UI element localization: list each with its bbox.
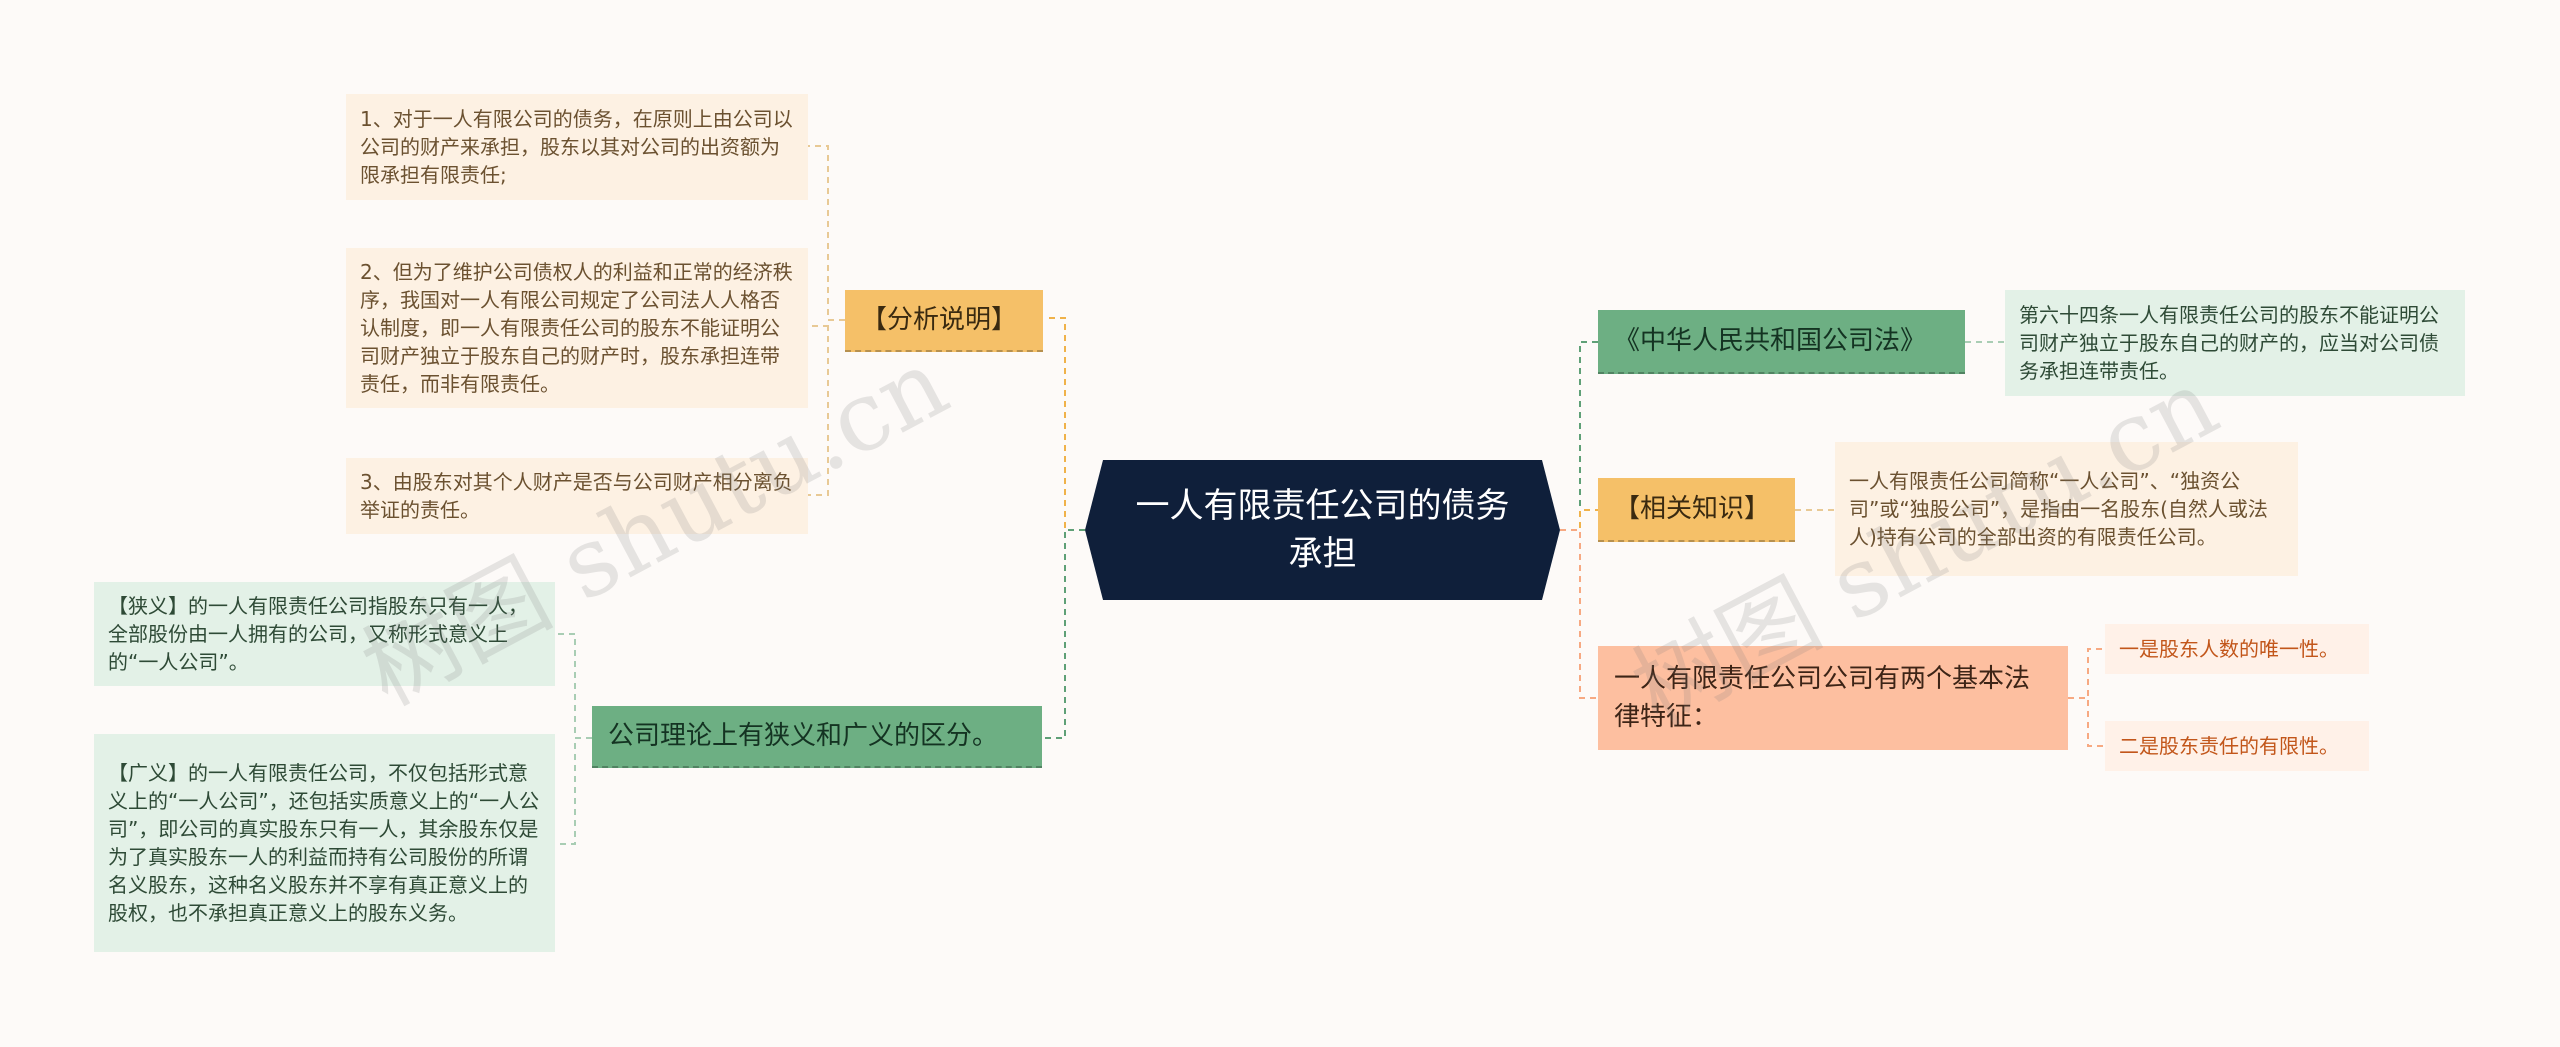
theory-item-narrow-text: 【狭义】的一人有限责任公司指股东只有一人，全部股份由一人拥有的公司，又称形式意义… xyxy=(108,594,528,674)
root-topic-label: 一人有限责任公司的债务承担 xyxy=(1135,486,1510,574)
analysis-item-3-text: 3、由股东对其个人财产是否与公司财产相分离负举证的责任。 xyxy=(360,470,793,522)
theory-item-broad[interactable]: 【广义】的一人有限责任公司，不仅包括形式意义上的“一人公司”，还包括实质意义上的… xyxy=(94,734,555,952)
branch-analysis[interactable]: 【分析说明】 xyxy=(845,290,1043,352)
root-topic[interactable]: 一人有限责任公司的债务承担 xyxy=(1085,460,1560,600)
feature-item-1-text: 一是股东人数的唯一性。 xyxy=(2119,637,2339,661)
branch-legal-features-label: 一人有限责任公司公司有两个基本法律特征： xyxy=(1614,664,2031,732)
analysis-item-3[interactable]: 3、由股东对其个人财产是否与公司财产相分离负举证的责任。 xyxy=(346,458,808,534)
analysis-item-2-text: 2、但为了维护公司债权人的利益和正常的经济秩序，我国对一人有限公司规定了公司法人… xyxy=(360,260,793,396)
theory-item-narrow[interactable]: 【狭义】的一人有限责任公司指股东只有一人，全部股份由一人拥有的公司，又称形式意义… xyxy=(94,582,555,686)
feature-item-2-text: 二是股东责任的有限性。 xyxy=(2119,734,2339,758)
analysis-item-2[interactable]: 2、但为了维护公司债权人的利益和正常的经济秩序，我国对一人有限公司规定了公司法人… xyxy=(346,248,808,408)
analysis-item-1[interactable]: 1、对于一人有限公司的债务，在原则上由公司以公司的财产来承担，股东以其对公司的出… xyxy=(346,94,808,200)
theory-item-broad-text: 【广义】的一人有限责任公司，不仅包括形式意义上的“一人公司”，还包括实质意义上的… xyxy=(108,761,540,925)
branch-analysis-label: 【分析说明】 xyxy=(861,305,1018,335)
knowledge-item-text: 一人有限责任公司简称“一人公司”、“独资公司”或“独股公司”，是指由一名股东(自… xyxy=(1849,469,2268,549)
analysis-item-1-text: 1、对于一人有限公司的债务，在原则上由公司以公司的财产来承担，股东以其对公司的出… xyxy=(360,107,793,187)
branch-company-law-label: 《中华人民共和国公司法》 xyxy=(1614,326,1927,356)
branch-legal-features[interactable]: 一人有限责任公司公司有两个基本法律特征： xyxy=(1598,646,2068,750)
branch-related-knowledge-label: 【相关知识】 xyxy=(1614,494,1771,524)
feature-item-2[interactable]: 二是股东责任的有限性。 xyxy=(2105,721,2369,771)
branch-related-knowledge[interactable]: 【相关知识】 xyxy=(1598,478,1795,542)
feature-item-1[interactable]: 一是股东人数的唯一性。 xyxy=(2105,624,2369,674)
law-item-text: 第六十四条一人有限责任公司的股东不能证明公司财产独立于股东自己的财产的，应当对公… xyxy=(2019,303,2439,383)
branch-theory[interactable]: 公司理论上有狭义和广义的区分。 xyxy=(592,706,1042,768)
branch-theory-label: 公司理论上有狭义和广义的区分。 xyxy=(608,721,999,751)
knowledge-item[interactable]: 一人有限责任公司简称“一人公司”、“独资公司”或“独股公司”，是指由一名股东(自… xyxy=(1835,442,2298,576)
branch-company-law[interactable]: 《中华人民共和国公司法》 xyxy=(1598,310,1965,374)
law-item[interactable]: 第六十四条一人有限责任公司的股东不能证明公司财产独立于股东自己的财产的，应当对公… xyxy=(2005,290,2465,396)
